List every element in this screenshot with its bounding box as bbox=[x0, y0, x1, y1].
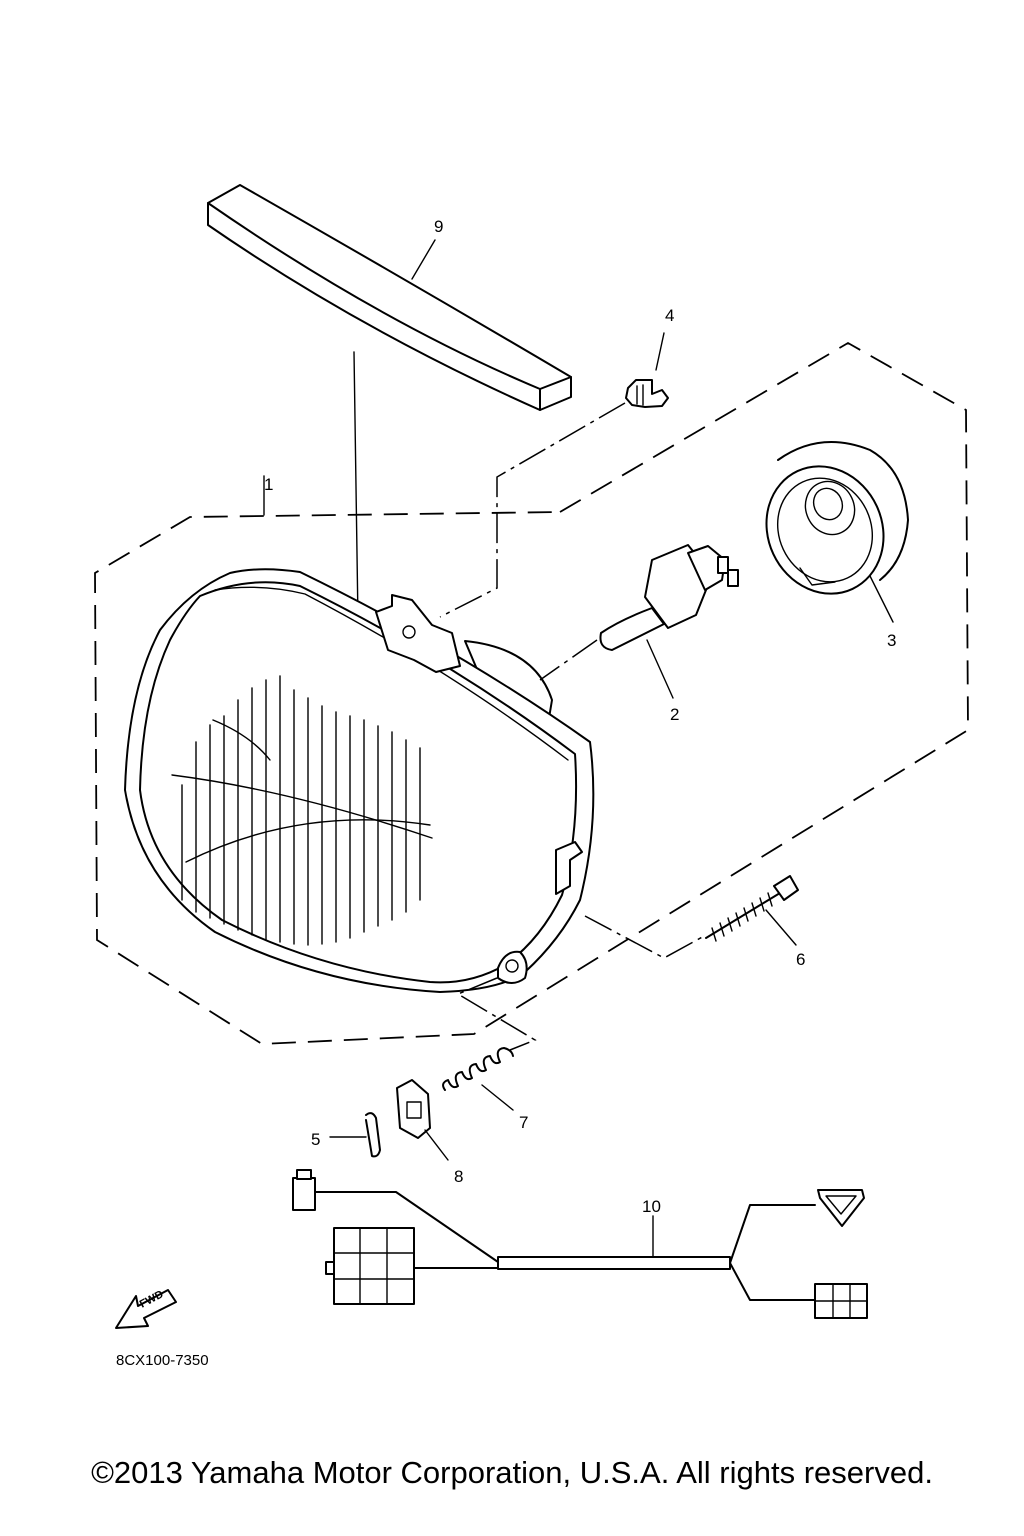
callout-3: 3 bbox=[887, 631, 896, 650]
callout-2: 2 bbox=[670, 705, 679, 724]
part-5-pin bbox=[329, 1112, 381, 1158]
callout-6: 6 bbox=[796, 950, 805, 969]
part-2-bulb bbox=[539, 544, 739, 699]
callout-5: 5 bbox=[311, 1130, 320, 1149]
part-7-spring bbox=[442, 977, 537, 1111]
assembly-boundary bbox=[94, 341, 969, 1045]
forward-arrow-icon: FWD bbox=[115, 1288, 177, 1329]
drawing-code: 8CX100-7350 bbox=[116, 1352, 209, 1369]
callout-8: 8 bbox=[454, 1167, 463, 1186]
part-6-screw bbox=[584, 875, 799, 959]
callout-9: 9 bbox=[434, 217, 443, 236]
part-4-grommet bbox=[439, 332, 669, 618]
lens-pattern bbox=[171, 675, 433, 946]
part-8-holder bbox=[396, 1079, 449, 1161]
callout-1: 1 bbox=[264, 475, 273, 494]
callout-10: 10 bbox=[642, 1197, 661, 1216]
copyright-footer: ©2013 Yamaha Motor Corporation, U.S.A. A… bbox=[91, 1455, 933, 1490]
part-3-bulb-cover bbox=[765, 441, 909, 623]
callout-7: 7 bbox=[519, 1113, 528, 1132]
callout-4: 4 bbox=[665, 306, 674, 325]
part-1-headlight-unit bbox=[124, 475, 595, 993]
part-10-harness bbox=[292, 1169, 868, 1319]
